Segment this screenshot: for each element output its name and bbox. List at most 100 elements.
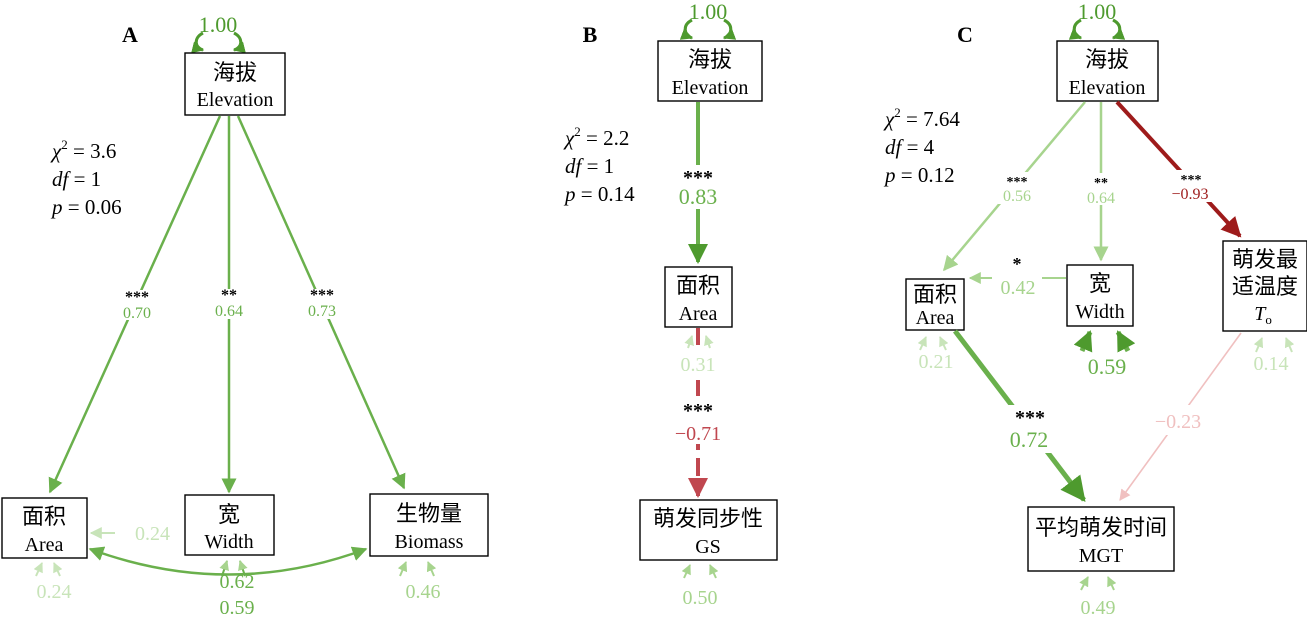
- residual-arrow-width-left: [219, 560, 229, 577]
- node-area: 面积 Area: [664, 266, 733, 328]
- residual-arrow-to-left: [1253, 337, 1264, 353]
- node-elevation: 海拔 Elevation: [657, 40, 763, 102]
- svg-text:p = 0.14: p = 0.14: [563, 182, 635, 206]
- residual-arrow-area-left: [917, 336, 927, 351]
- sig-elev-area: ***: [125, 289, 149, 306]
- sig-elev-width: **: [1094, 176, 1108, 191]
- residual-arrow-width-left: [1073, 330, 1093, 353]
- panel-label-a: A: [122, 22, 138, 47]
- svg-text:GS: GS: [695, 536, 721, 558]
- self-loop-right-arrow: [232, 31, 246, 54]
- svg-text:面积: 面积: [22, 504, 66, 529]
- self-loop-right-arrow: [722, 18, 737, 40]
- node-elevation: 海拔 Elevation: [184, 52, 286, 116]
- svg-text:MGT: MGT: [1079, 545, 1123, 567]
- sig-elev-area: ***: [1007, 175, 1028, 190]
- coef-area-mgt: 0.72: [1010, 427, 1049, 452]
- panel-b: B 1.00 海拔 Elevation χ2 = 2.2 df = 1 p = …: [563, 0, 778, 609]
- svg-text:Area: Area: [25, 534, 64, 556]
- path-elev-to: [1115, 100, 1242, 238]
- sig-elev-biomass: ***: [310, 287, 334, 304]
- residual-mgt: 0.49: [1081, 597, 1116, 619]
- residual-arrow-to-right: [1284, 337, 1295, 353]
- residual-arrow-mgt-left: [1079, 576, 1089, 591]
- svg-text:海拔: 海拔: [688, 47, 732, 72]
- coef-width-area: 0.42: [1001, 277, 1036, 299]
- svg-text:To: To: [1254, 303, 1272, 327]
- svg-text:Width: Width: [1075, 301, 1124, 323]
- residual-arrow-area-right: [939, 336, 949, 351]
- node-width: 宽 Width: [1066, 264, 1134, 327]
- fit-stats: χ2 = 7.64 df = 4 p = 0.12: [883, 105, 960, 187]
- svg-text:p = 0.06: p = 0.06: [50, 195, 122, 219]
- svg-text:Width: Width: [204, 531, 253, 553]
- sig-elev-to: ***: [1181, 173, 1202, 188]
- coef-elev-area: 0.83: [679, 184, 718, 209]
- residual-to: 0.14: [1254, 353, 1289, 375]
- svg-text:Elevation: Elevation: [197, 89, 274, 111]
- svg-text:df = 4: df = 4: [885, 135, 935, 159]
- residual-arrow-width-right: [238, 560, 248, 577]
- residual-biomass: 0.46: [406, 581, 441, 603]
- residual-arrow-gs-right: [709, 564, 719, 579]
- sig-area-mgt: ***: [1015, 407, 1045, 429]
- svg-text:Area: Area: [679, 303, 718, 325]
- self-loop-left-arrow: [679, 18, 694, 40]
- self-loop-value: 1.00: [1078, 0, 1117, 24]
- svg-text:萌发最: 萌发最: [1232, 247, 1298, 272]
- residual-arrow-mgt-right: [1107, 576, 1117, 591]
- node-width: 宽 Width: [184, 494, 275, 556]
- residual-arrow-gs-left: [681, 564, 691, 579]
- node-to: 萌发最 适温度 To: [1222, 240, 1307, 332]
- residual-gs: 0.50: [683, 587, 718, 609]
- coef-elev-area: 0.70: [123, 305, 151, 322]
- residual-arrow-width-right: [1115, 330, 1136, 353]
- sig-area-gs: ***: [683, 400, 713, 422]
- residual-arrow-biomass-right: [426, 561, 437, 577]
- coef-area-biomass: 0.59: [220, 597, 255, 619]
- residual-width: 0.59: [1088, 354, 1127, 379]
- sig-elev-area: ***: [683, 167, 713, 189]
- sig-width-area: *: [1013, 254, 1022, 274]
- fit-stats: χ2 = 2.2 df = 1 p = 0.14: [563, 124, 635, 206]
- residual-arrow-area-right: [53, 562, 63, 577]
- svg-text:df = 1: df = 1: [52, 167, 101, 191]
- coef-area-gs: −0.71: [675, 423, 721, 445]
- svg-text:萌发同步性: 萌发同步性: [653, 506, 763, 531]
- svg-text:宽: 宽: [1089, 271, 1111, 296]
- residual-area: 0.21: [919, 351, 954, 373]
- path-area-biomass: [88, 546, 368, 576]
- svg-text:p = 0.12: p = 0.12: [883, 163, 955, 187]
- panel-a: A 1.00 海拔 Elevation χ2 = 3.6 df = 1 p = …: [1, 12, 489, 619]
- svg-text:Elevation: Elevation: [1069, 77, 1146, 99]
- coef-elev-width: 0.64: [1087, 190, 1115, 207]
- self-loop-left-arrow: [1068, 18, 1083, 40]
- residual-area: 0.31: [681, 354, 716, 376]
- svg-text:海拔: 海拔: [1085, 47, 1129, 72]
- svg-text:χ2 = 2.2: χ2 = 2.2: [563, 124, 629, 150]
- residual-width: 0.62: [220, 571, 255, 593]
- node-area: 面积 Area: [905, 278, 965, 331]
- fit-stats: χ2 = 3.6 df = 1 p = 0.06: [50, 137, 122, 219]
- svg-text:平均萌发时间: 平均萌发时间: [1035, 515, 1167, 540]
- svg-text:χ2 = 7.64: χ2 = 7.64: [883, 105, 960, 131]
- svg-text:Elevation: Elevation: [672, 77, 749, 99]
- self-loop-left-arrow: [191, 31, 205, 54]
- coef-elev-width: 0.64: [215, 303, 243, 320]
- node-elevation: 海拔 Elevation: [1056, 40, 1159, 102]
- svg-text:宽: 宽: [218, 502, 240, 527]
- coef-elev-area: 0.56: [1003, 188, 1031, 205]
- panel-label-c: C: [957, 22, 973, 47]
- svg-text:面积: 面积: [913, 282, 957, 307]
- svg-text:χ2 = 3.6: χ2 = 3.6: [50, 137, 116, 163]
- node-area: 面积 Area: [1, 497, 88, 559]
- svg-text:面积: 面积: [676, 273, 720, 298]
- self-loop-value: 1.00: [199, 12, 238, 37]
- self-loop-right-arrow: [1111, 18, 1126, 40]
- panel-label-b: B: [583, 22, 598, 47]
- coef-elev-to: −0.93: [1171, 186, 1208, 203]
- sig-elev-width: **: [221, 287, 237, 304]
- node-mgt: 平均萌发时间 MGT: [1027, 506, 1175, 572]
- residual-area: 0.24: [37, 581, 72, 603]
